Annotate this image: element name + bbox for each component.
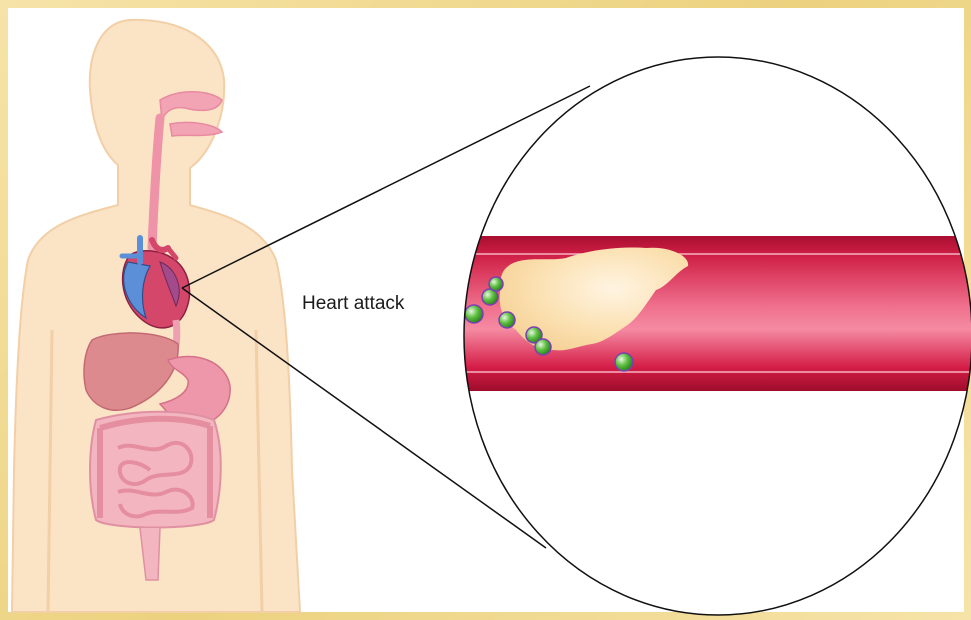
platelet [465, 305, 483, 323]
platelet [535, 339, 551, 355]
platelet [615, 353, 633, 371]
platelet [499, 312, 515, 328]
heart-attack-label: Heart attack [302, 293, 404, 315]
magnified-artery-view [460, 57, 971, 615]
platelet [489, 277, 503, 291]
